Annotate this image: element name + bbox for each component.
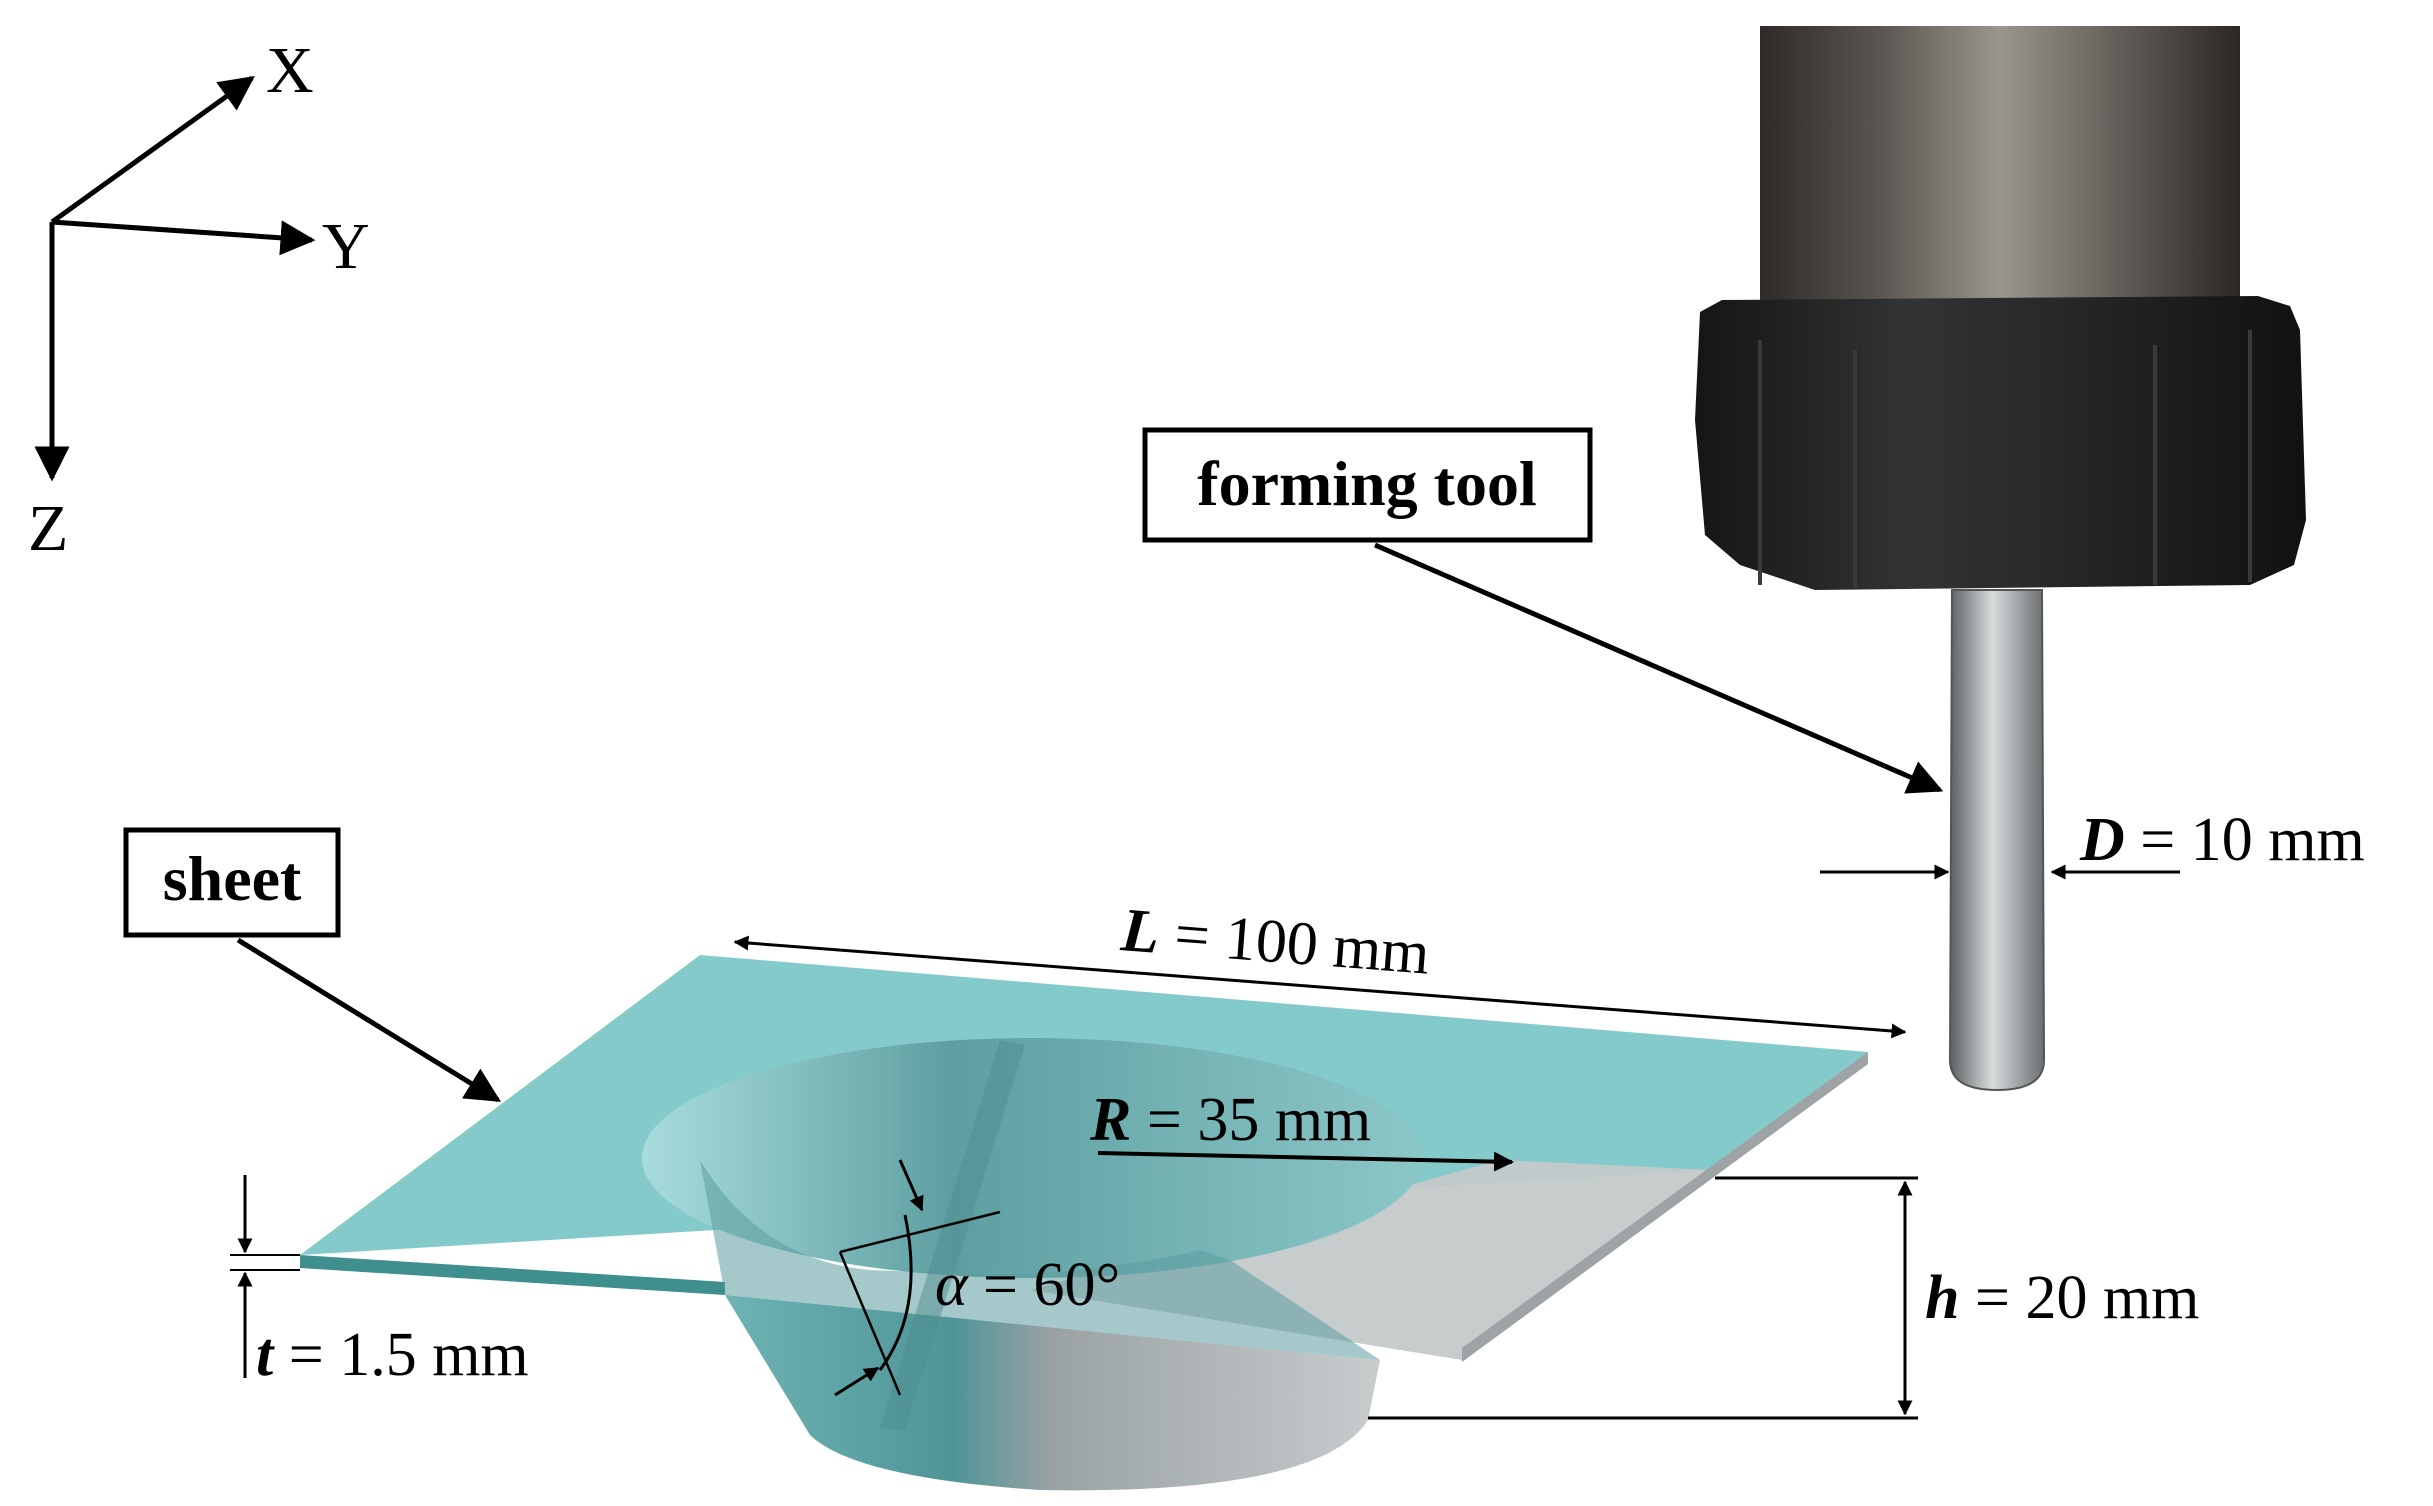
tool-shaft — [1948, 589, 2046, 1092]
x-axis-arrow — [50, 75, 255, 225]
cone-opening — [642, 1038, 1422, 1278]
radius-dimension-line — [1097, 1151, 1514, 1172]
angle-extension-1 — [839, 1210, 1001, 1254]
y-axis-label: Y — [322, 210, 370, 283]
z-axis-label: Z — [28, 492, 68, 565]
diameter-label: D = 10 mm — [2079, 806, 2365, 874]
tool-callout-label: forming tool — [1197, 448, 1537, 519]
tool-callout-box — [1142, 427, 1593, 543]
angle-extension-2 — [838, 1251, 902, 1396]
sheet-callout: sheet — [123, 827, 501, 1103]
sheet-part — [300, 955, 1868, 1491]
length-dimension-line — [733, 935, 1907, 1039]
tool-callout-arrow — [1374, 542, 1944, 794]
coordinate-axes: X Y Z — [28, 34, 370, 565]
cone-outer-wall — [725, 1295, 1380, 1491]
forming-tool — [1695, 26, 2306, 1092]
radius-label: R = 35 mm — [1089, 1086, 1371, 1154]
sheet-callout-arrow — [236, 937, 501, 1103]
angle-label: α = 60° — [935, 1251, 1120, 1319]
thickness-label: t = 1.5 mm — [256, 1321, 529, 1389]
sheet-edge — [300, 1255, 725, 1295]
tool-nut — [1695, 296, 2306, 590]
x-axis-label: X — [266, 34, 314, 107]
height-label: h = 20 mm — [1925, 1264, 2199, 1332]
y-axis-arrow — [51, 219, 316, 256]
sheet-callout-box — [123, 827, 341, 938]
sheet-callout-label: sheet — [163, 843, 302, 914]
tool-callout: forming tool — [1142, 427, 1944, 794]
angle-arc — [878, 1214, 913, 1371]
